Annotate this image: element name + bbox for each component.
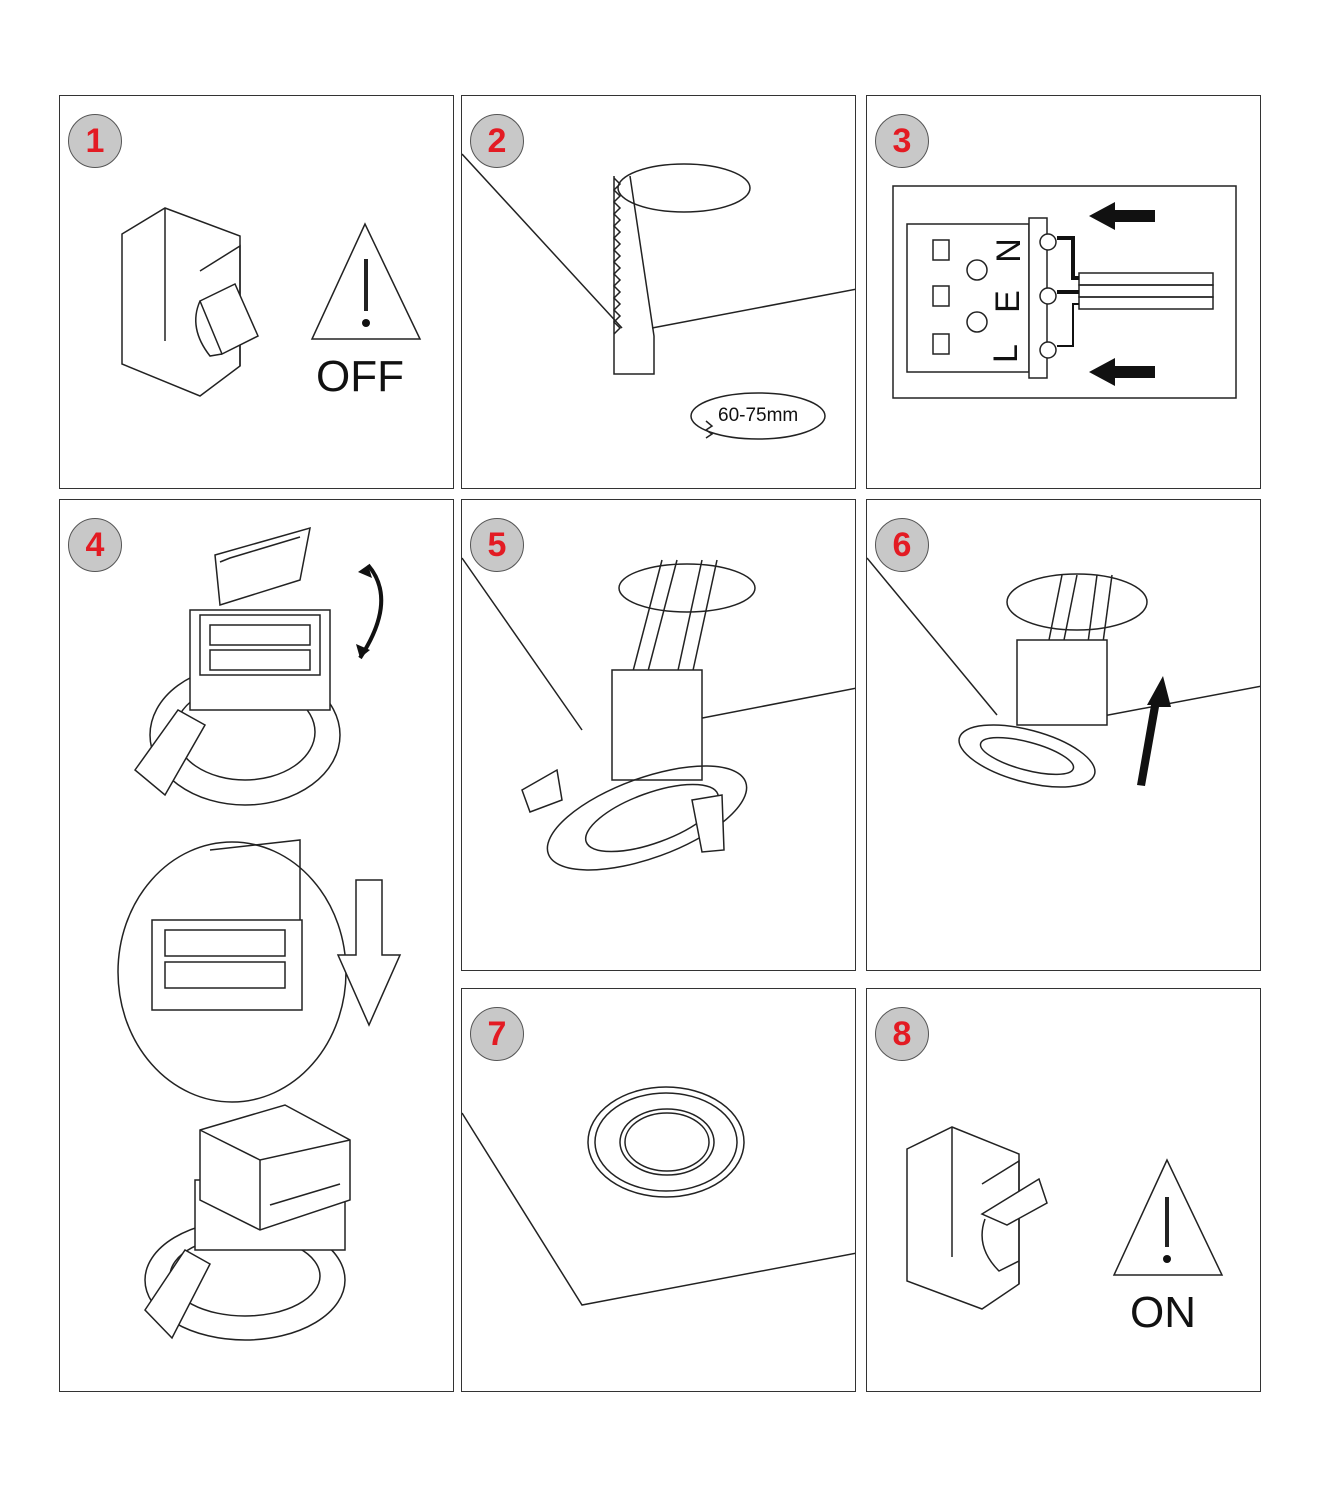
step-2-panel: 2 60-75mm [461,95,856,489]
off-label: OFF [316,352,404,401]
step-number-badge: 6 [875,518,929,572]
step-number-badge: 1 [68,114,122,168]
step-7-panel: 7 [461,988,856,1392]
terminal-block-wiring-icon [892,185,1237,399]
terminal-l-label: L [986,344,1025,363]
step-4-panel: 4 [59,499,454,1392]
on-label: ON [1130,1288,1196,1337]
installed-downlight-icon [462,1086,855,1306]
step-8-panel: 8 ON [866,988,1261,1392]
step-number-badge: 2 [470,114,524,168]
insert-downlight-icon [462,557,855,871]
step-number-badge: 3 [875,114,929,168]
step-number-badge: 5 [470,518,524,572]
step-5-panel: 5 [461,499,856,971]
step-number-badge: 4 [68,518,122,572]
step-1-panel: 1 OFF [59,95,454,489]
hole-diameter-label: 60-75mm [718,405,799,426]
step-6-panel: 6 [866,499,1261,971]
terminal-cover-assembly-icon [117,526,402,1341]
hole-saw-cut-icon [462,153,855,440]
circuit-breaker-on-icon [906,1126,1224,1310]
circuit-breaker-off-icon [121,207,422,397]
step-3-panel: 3 N E L [866,95,1261,489]
terminal-e-label: E [988,290,1027,313]
terminal-n-label: N [989,238,1028,263]
step-number-badge: 8 [875,1007,929,1061]
push-up-downlight-icon [867,557,1260,788]
step-number-badge: 7 [470,1007,524,1061]
